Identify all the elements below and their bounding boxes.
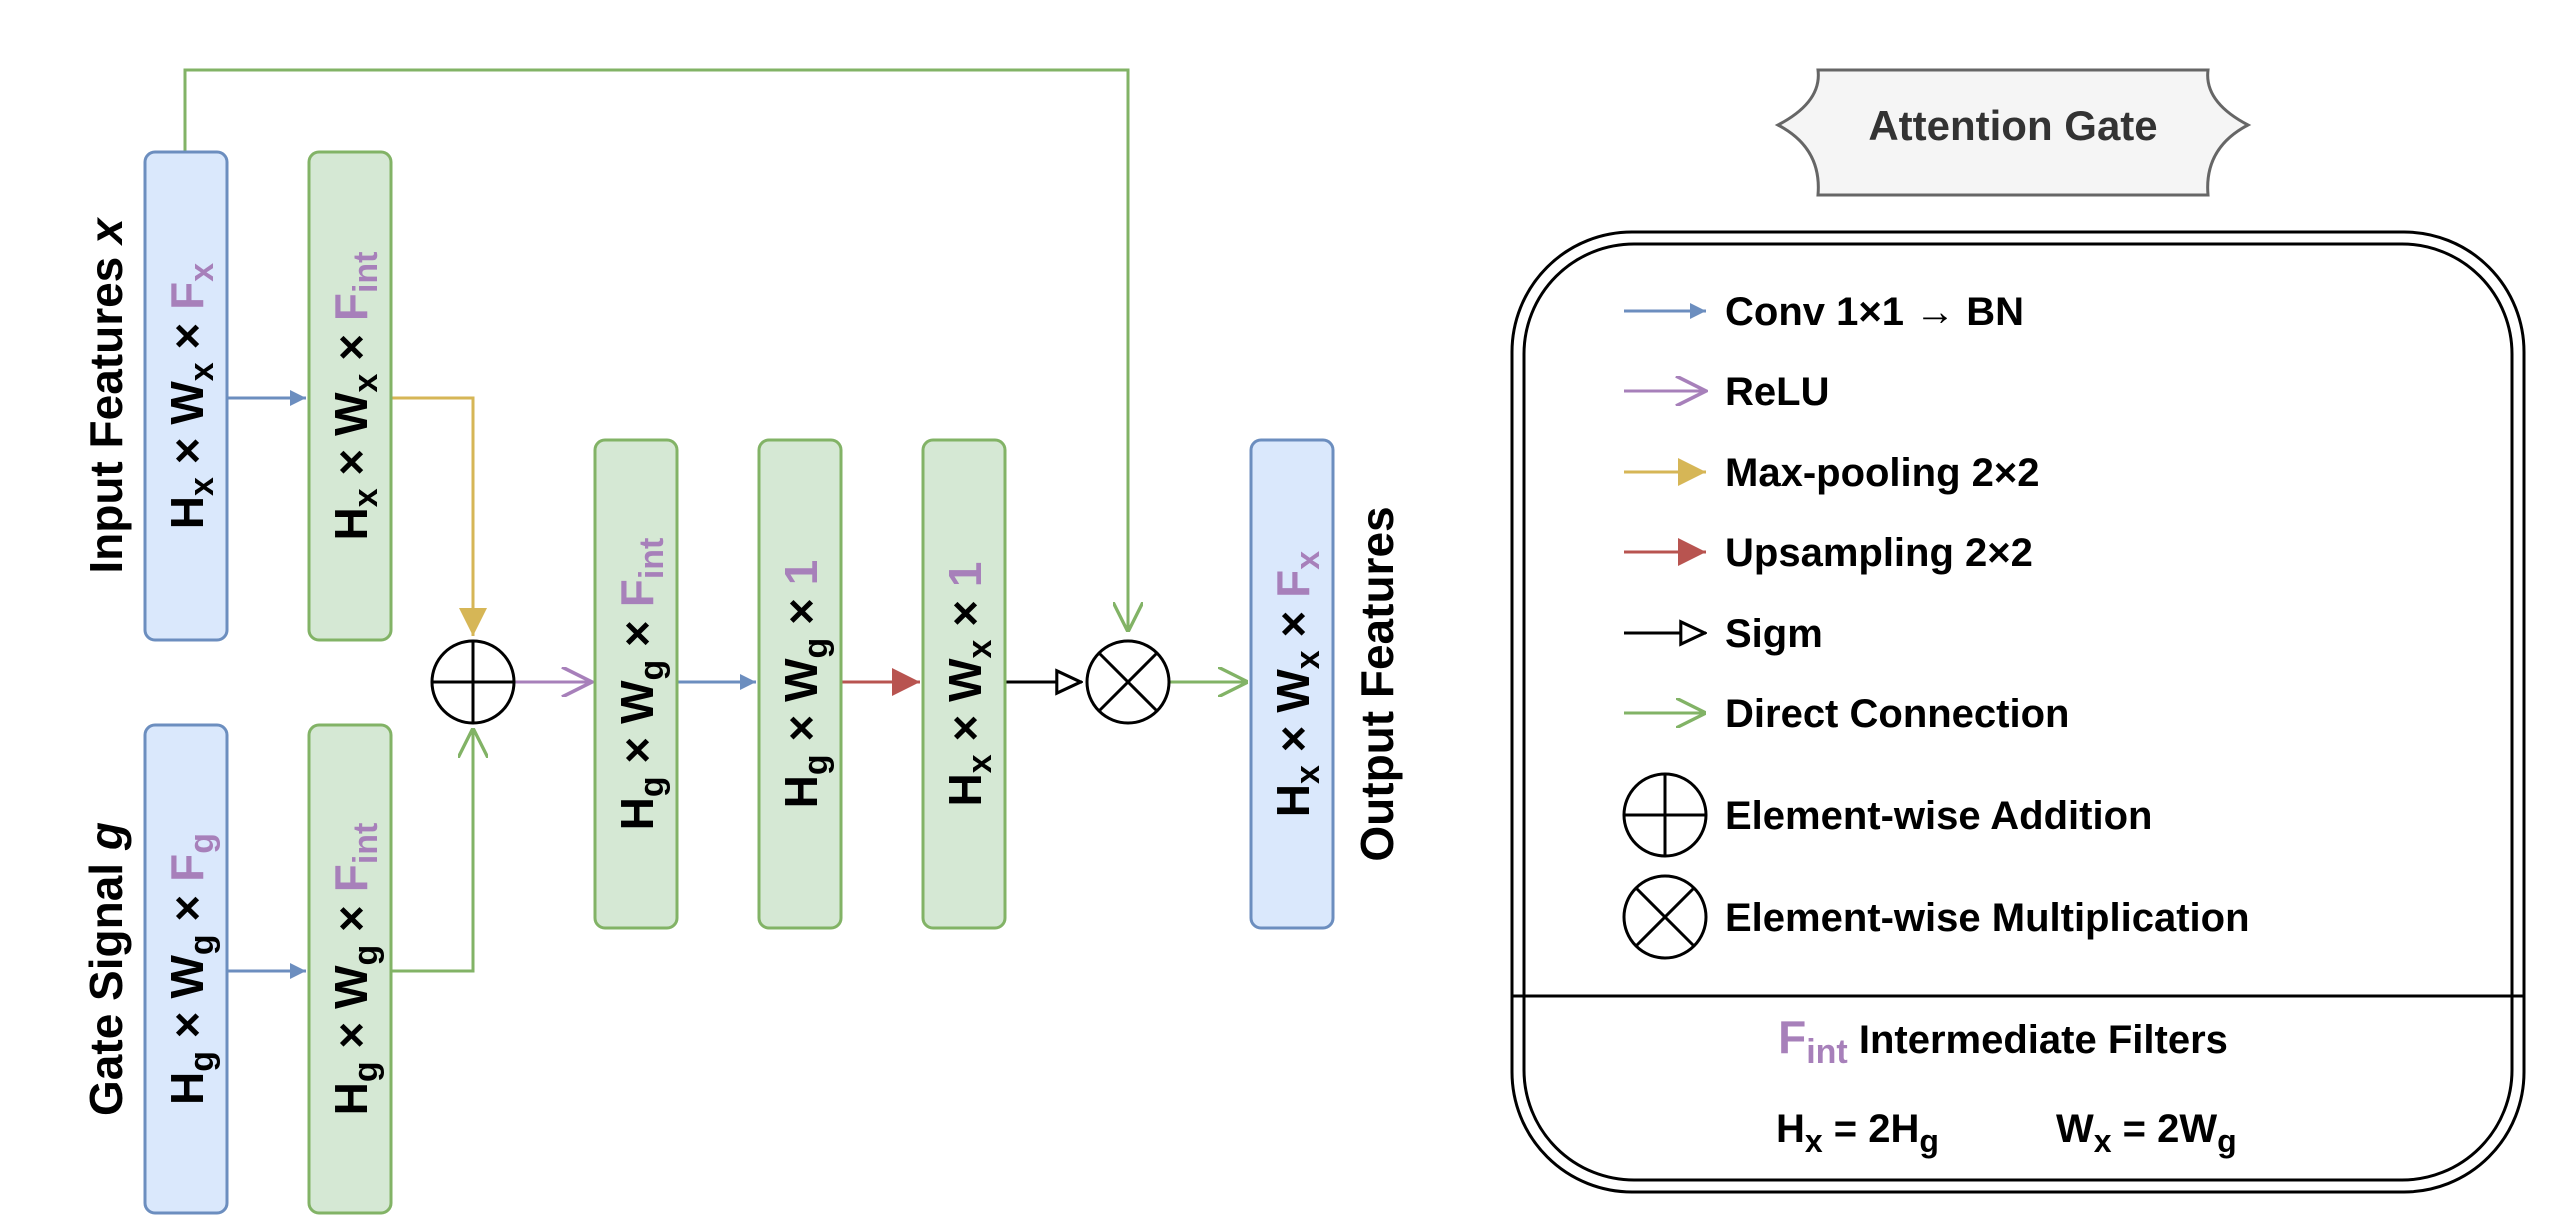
block-relu-out-label: Hg × Wg × Fint — [611, 538, 671, 831]
block-psi-label: Hg × Wg × 1 — [775, 560, 835, 809]
legend-title: Attention Gate — [1868, 102, 2157, 149]
block-upsampled: Hx × Wx × 1 — [921, 438, 1007, 930]
legend-item: Max-pooling 2×2 — [1624, 451, 2040, 495]
legend-item: Upsampling 2×2 — [1624, 531, 2033, 575]
addition-operator — [430, 639, 516, 725]
circle-plus-icon — [1622, 772, 1708, 858]
block-input-x-label: Hx × Wx × Fx — [161, 263, 221, 529]
legend-item: Element-wise Multiplication — [1622, 874, 2250, 960]
block-wx-conv: Hx × Wx × Fint — [307, 150, 393, 642]
input-features-label: Input Features x — [80, 216, 132, 574]
legend-item: Conv 1×1 → BN — [1624, 290, 2024, 334]
block-wx-conv-label: Hx × Wx × Fint — [325, 251, 385, 540]
block-output: Hx × Wx × Fx — [1249, 438, 1335, 930]
legend: Attention Gate — [1510, 68, 2526, 1194]
legend-item-label: Conv 1×1 → BN — [1725, 290, 2024, 334]
legend-title-badge: Attention Gate — [1774, 68, 2252, 197]
block-wg-conv: Hg × Wg × Fint — [307, 723, 393, 1215]
fint-definition: Fint Intermediate Filters — [1778, 1011, 2228, 1071]
block-input-x: Hx × Wx × Fx — [143, 150, 229, 642]
legend-item: ReLU — [1624, 370, 1829, 414]
block-psi: Hg × Wg × 1 — [757, 438, 843, 930]
direct-arrow-g — [391, 728, 473, 973]
block-upsampled-label: Hx × Wx × 1 — [939, 562, 999, 807]
block-wg-conv-label: Hg × Wg × Fint — [325, 823, 385, 1116]
legend-item: Sigm — [1624, 612, 1823, 656]
block-gate-g-label: Hg × Wg × Fg — [161, 833, 221, 1105]
equation-h: Hx = 2Hg — [1776, 1107, 1939, 1159]
legend-item-label: Upsampling 2×2 — [1725, 531, 2033, 575]
legend-item-label: ReLU — [1725, 370, 1829, 414]
maxpool-arrow — [391, 396, 487, 636]
gate-signal-label: Gate Signal g — [80, 822, 132, 1116]
equation-w: Wx = 2Wg — [2056, 1107, 2237, 1159]
legend-item-label: Element-wise Addition — [1725, 794, 2152, 838]
circle-times-icon — [1622, 874, 1708, 960]
block-gate-g: Hg × Wg × Fg — [143, 723, 229, 1215]
legend-item-label: Element-wise Multiplication — [1725, 896, 2250, 940]
connections — [183, 68, 1248, 979]
legend-item-label: Max-pooling 2×2 — [1725, 451, 2040, 495]
legend-item-label: Sigm — [1725, 612, 1823, 656]
block-output-label: Hx × Wx × Fx — [1267, 551, 1327, 817]
output-features-label: Output Features — [1351, 506, 1403, 861]
skip-connection-arrow — [183, 68, 1128, 632]
block-relu-out: Hg × Wg × Fint — [593, 438, 679, 930]
legend-item: Direct Connection — [1624, 692, 2069, 736]
legend-item: Element-wise Addition — [1622, 772, 2152, 858]
legend-items: Conv 1×1 → BN ReLU Max-pooling 2×2Upsampli… — [1622, 290, 2250, 960]
legend-item-label: Direct Connection — [1725, 692, 2069, 736]
multiplication-operator — [1085, 639, 1171, 725]
